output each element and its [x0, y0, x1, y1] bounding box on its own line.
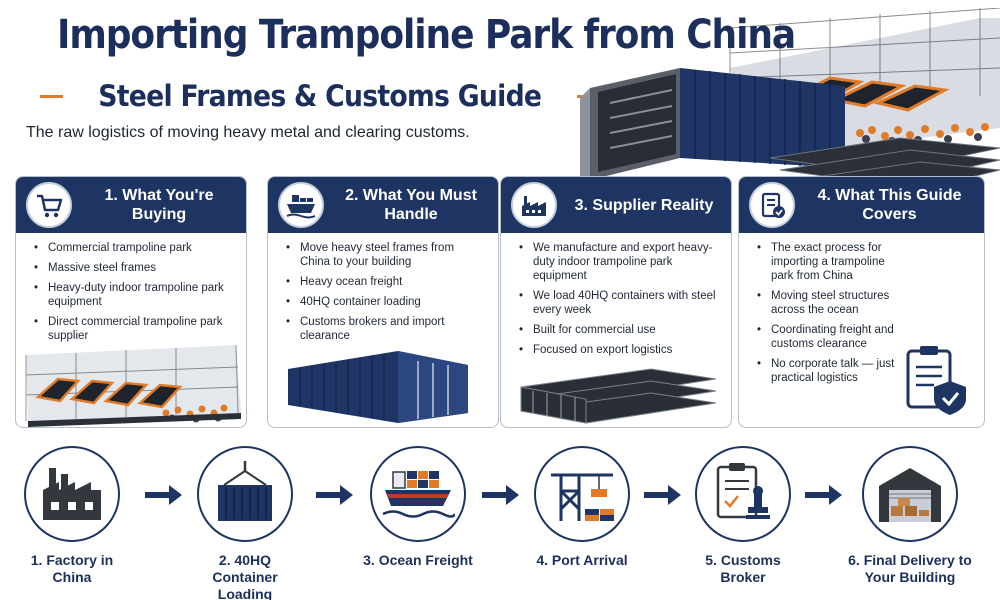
step-label: 5. Customs Broker	[705, 552, 781, 585]
steel-beams-illustration	[520, 368, 717, 424]
arrow-right-icon	[482, 485, 519, 505]
process-flow: 1. Factory in China 2. 40HQ Container Lo…	[0, 440, 1000, 600]
card-title: 1. What You're Buying	[104, 187, 214, 223]
list-item: Move heavy steel frames from China to yo…	[286, 241, 486, 269]
list-item: We load 40HQ containers with steel every…	[519, 289, 719, 317]
step-final-delivery: 6. Final Delivery to Your Building	[845, 446, 975, 586]
factory-icon	[511, 182, 557, 228]
shopping-cart-icon	[26, 182, 72, 228]
hero-container-trampoline-illustration	[580, 8, 1000, 194]
arrow-right-icon	[644, 485, 681, 505]
card-title: 4. What This Guide Covers	[817, 187, 962, 223]
page-title: Importing Trampoline Park from China	[57, 12, 796, 58]
card-header: 1. What You're Buying	[16, 177, 246, 233]
list-item: Massive steel frames	[34, 261, 234, 275]
list-item: Customs brokers and import clearance	[286, 315, 486, 343]
cargo-ship-icon	[370, 446, 466, 542]
step-label: 4. Port Arrival	[536, 552, 628, 568]
list-item: Built for commercial use	[519, 323, 719, 337]
list-item: Direct commercial trampoline park suppli…	[34, 315, 234, 343]
arrow-right-icon	[145, 485, 182, 505]
card-header: 4. What This Guide Covers	[739, 177, 984, 233]
checklist-icon	[749, 182, 795, 228]
card-what-this-guide-covers: 4. What This Guide Covers The exact proc…	[738, 176, 985, 428]
card-title: 3. Supplier Reality	[574, 196, 714, 214]
step-label: 1. Factory in China	[30, 552, 114, 585]
step-factory: 1. Factory in China	[12, 446, 132, 586]
page-tagline: The raw logistics of moving heavy metal …	[26, 124, 470, 141]
card-what-youre-buying: 1. What You're Buying Commercial trampol…	[15, 176, 247, 428]
step-label: 2. 40HQ Container Loading	[212, 552, 278, 600]
list-item: Moving steel structures across the ocean	[757, 289, 907, 317]
hero-section: Importing Trampoline Park from China Ste…	[0, 0, 1000, 194]
shipping-container-illustration	[288, 351, 468, 423]
list-item: Commercial trampoline park	[34, 241, 234, 255]
card-header: 2. What You Must Handle	[268, 177, 498, 233]
step-label: 6. Final Delivery to Your Building	[848, 552, 972, 585]
clipboard-shield-icon	[906, 346, 966, 415]
subtitle-rule-left	[40, 94, 64, 98]
page-subtitle: Steel Frames & Customs Guide	[98, 79, 542, 113]
list-item: We manufacture and export heavy-duty ind…	[519, 241, 719, 283]
list-item: Coordinating freight and customs clearan…	[757, 323, 907, 351]
list-item: Heavy-duty indoor trampoline park equipm…	[34, 281, 234, 309]
list-item: 40HQ container loading	[286, 295, 486, 309]
port-crane-icon	[534, 446, 630, 542]
arrow-right-icon	[316, 485, 353, 505]
card-header: 3. Supplier Reality	[501, 177, 731, 233]
card-list: Move heavy steel frames from China to yo…	[268, 233, 498, 343]
step-label: 3. Ocean Freight	[363, 552, 473, 568]
customs-stamp-icon	[695, 446, 791, 542]
info-cards: 1. What You're Buying Commercial trampol…	[15, 176, 985, 428]
card-list: The exact process for importing a trampo…	[739, 233, 919, 385]
cargo-ship-icon	[278, 182, 324, 228]
arrow-right-icon	[805, 485, 842, 505]
card-list: Commercial trampoline park Massive steel…	[16, 233, 246, 343]
container-crane-icon	[197, 446, 293, 542]
trampoline-park-illustration	[25, 344, 241, 427]
step-customs-broker: 5. Customs Broker	[683, 446, 803, 586]
card-title: 2. What You Must Handle	[345, 187, 477, 223]
subtitle-row: Steel Frames & Customs Guide	[40, 76, 600, 116]
list-item: Focused on export logistics	[519, 343, 719, 357]
step-ocean-freight: 3. Ocean Freight	[358, 446, 478, 569]
list-item: No corporate talk — just practical logis…	[757, 357, 907, 385]
list-item: Heavy ocean freight	[286, 275, 486, 289]
card-supplier-reality: 3. Supplier Reality We manufacture and e…	[500, 176, 732, 428]
factory-icon	[24, 446, 120, 542]
warehouse-icon	[862, 446, 958, 542]
step-container-loading: 2. 40HQ Container Loading	[185, 446, 305, 600]
card-list: We manufacture and export heavy-duty ind…	[501, 233, 731, 357]
list-item: The exact process for importing a trampo…	[757, 241, 907, 283]
step-port-arrival: 4. Port Arrival	[522, 446, 642, 569]
card-what-you-must-handle: 2. What You Must Handle Move heavy steel…	[267, 176, 499, 428]
